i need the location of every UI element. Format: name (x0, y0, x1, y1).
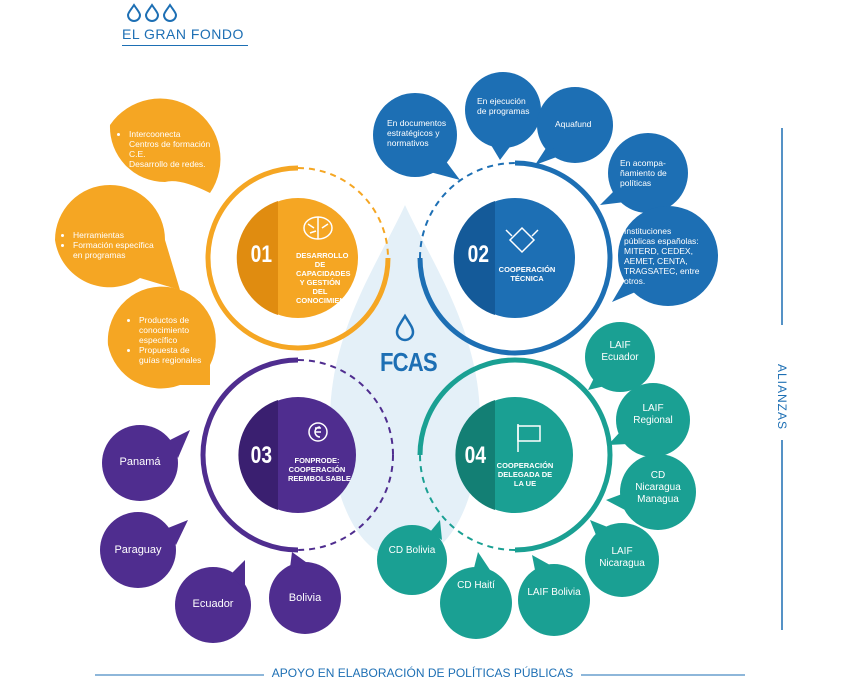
list-item: Herramientas (73, 230, 155, 240)
fcas-drop-icon (395, 313, 415, 342)
teal-drop-7-tip (430, 520, 442, 540)
pillar-04-ring (417, 357, 613, 553)
purple-drop-4 (269, 562, 341, 634)
teal-drop-2-tip (608, 432, 628, 445)
blue-drop-3 (537, 87, 613, 163)
pillar-03-left-half (238, 400, 278, 510)
blue-drop-5-text: Instituciones públicas españolas: MITERD… (624, 226, 700, 286)
teal-drop-2-text: LAIF Regional (633, 403, 673, 426)
blue-drop-2-tip (488, 140, 515, 160)
teal-drop-4-text: LAIF Nicaragua (599, 546, 645, 569)
blue-drop-4-text: En acompa-ñamiento de políticas (620, 158, 667, 188)
purple-drop-3 (175, 567, 251, 643)
people-euro-icon (308, 422, 328, 442)
blue-drop-1-text: En documentos estratégicos y normativos (387, 118, 447, 148)
purple-drop-3-tip (230, 560, 245, 590)
orange-drop-3-text: Productos de conocimiento específico Pro… (128, 315, 209, 365)
orange-drop-2-text: Herramientas Formación específica en pro… (62, 230, 155, 260)
pillar-02-ring (417, 160, 613, 356)
water-drops-icon (126, 3, 178, 22)
teal-drop-5 (518, 564, 590, 636)
purple-drop-2-text: Paraguay (114, 544, 162, 556)
teal-drop-2 (616, 383, 690, 457)
teal-drop-7-text: CD Bolivia (388, 545, 436, 556)
purple-drop-4-tip (290, 552, 310, 568)
teal-drop-7 (377, 525, 447, 595)
blue-drop-4-tip (600, 190, 625, 205)
list-item: Productos de conocimiento específico (139, 315, 209, 345)
orange-drop-2 (55, 185, 180, 290)
list-item: Propuesta de guías regionales (139, 345, 209, 365)
pillar-02-left-half (453, 201, 495, 315)
list-item: Formación específica en programas (73, 240, 155, 260)
pillar-03-number: 03 (250, 442, 273, 469)
pillar-01-ring (205, 165, 391, 351)
teal-drop-1 (585, 322, 655, 392)
pillar-03-ring (200, 357, 394, 553)
pillar-03-label: FONPRODE: COOPERACIÓN REEMBOLSABLE (288, 456, 351, 483)
teal-drop-1-tip (588, 378, 605, 390)
eu-flag-icon (517, 424, 541, 452)
purple-drop-2-tip (168, 520, 188, 545)
purple-drop-2 (100, 512, 176, 588)
teal-drop-3-tip (606, 494, 625, 510)
page-title: EL GRAN FONDO (122, 26, 244, 42)
teal-drop-3-text: CD Nicaragua Managua (635, 470, 681, 505)
blue-drop-1 (373, 93, 457, 177)
blue-drop-5 (618, 206, 718, 306)
title-underline (122, 45, 248, 46)
teal-drop-6 (440, 567, 512, 639)
teal-drop-4 (585, 523, 659, 597)
teal-drop-5-text: LAIF Bolivia (527, 587, 581, 598)
blue-drop-2-text: En ejecución de programas (477, 96, 530, 116)
teal-drop-3 (620, 454, 696, 530)
blue-drop-1-tip (430, 160, 460, 180)
orange-drop-3 (107, 286, 216, 389)
footer-label-text: APOYO EN ELABORACIÓN DE POLÍTICAS PÚBLIC… (263, 666, 582, 680)
blue-drop-5-tip (612, 280, 640, 302)
teal-drop-4-tip (590, 520, 610, 535)
pillar-02-number: 02 (467, 241, 490, 268)
brain-icon (303, 216, 333, 240)
list-item: Desarrollo de redes. (129, 159, 211, 169)
blue-drop-3-tip (535, 145, 562, 165)
pillar-04-number: 04 (464, 442, 487, 469)
handshake-icon (505, 226, 539, 254)
orange-drop-1 (109, 98, 221, 193)
blue-drop-3-text: Aquafund (555, 119, 592, 129)
orange-drop-1-text: Intercoonecta Centros de formación C.E. … (118, 129, 211, 169)
blue-drop-2 (465, 72, 541, 148)
fcas-label: FCAS (380, 347, 438, 377)
teal-drop-6-tip (474, 552, 490, 570)
purple-drop-1 (102, 425, 178, 501)
teal-drop-5-tip (532, 555, 550, 570)
pillar-01-number: 01 (250, 241, 273, 268)
purple-drop-1-tip (170, 430, 190, 458)
pillar-04-label: COOPERACIÓN DELEGADA DE LA UE (496, 461, 554, 488)
purple-drop-4-text: Bolivia (288, 592, 322, 604)
pillar-01-label: DESARROLLO DE CAPACIDADES Y GESTIÓN DEL … (296, 251, 356, 305)
pillar-02-label: COOPERACIÓN TÉCNICA (498, 265, 556, 283)
center-drop-shape (330, 205, 480, 560)
list-item: Intercoonecta Centros de formación C.E. (129, 129, 211, 159)
purple-drop-3-text: Ecuador (192, 598, 234, 610)
pillar-01-left-half (236, 201, 278, 315)
teal-drop-1-text: LAIF Ecuador (601, 340, 639, 363)
footer-label: APOYO EN ELABORACIÓN DE POLÍTICAS PÚBLIC… (0, 666, 845, 680)
alianzas-label: ALIANZAS (775, 363, 789, 431)
blue-drop-4 (608, 133, 688, 213)
pillar-04-left-half (455, 400, 495, 510)
purple-drop-1-text: Panamá (119, 456, 161, 468)
teal-drop-6-text: CD Haití (457, 580, 495, 591)
